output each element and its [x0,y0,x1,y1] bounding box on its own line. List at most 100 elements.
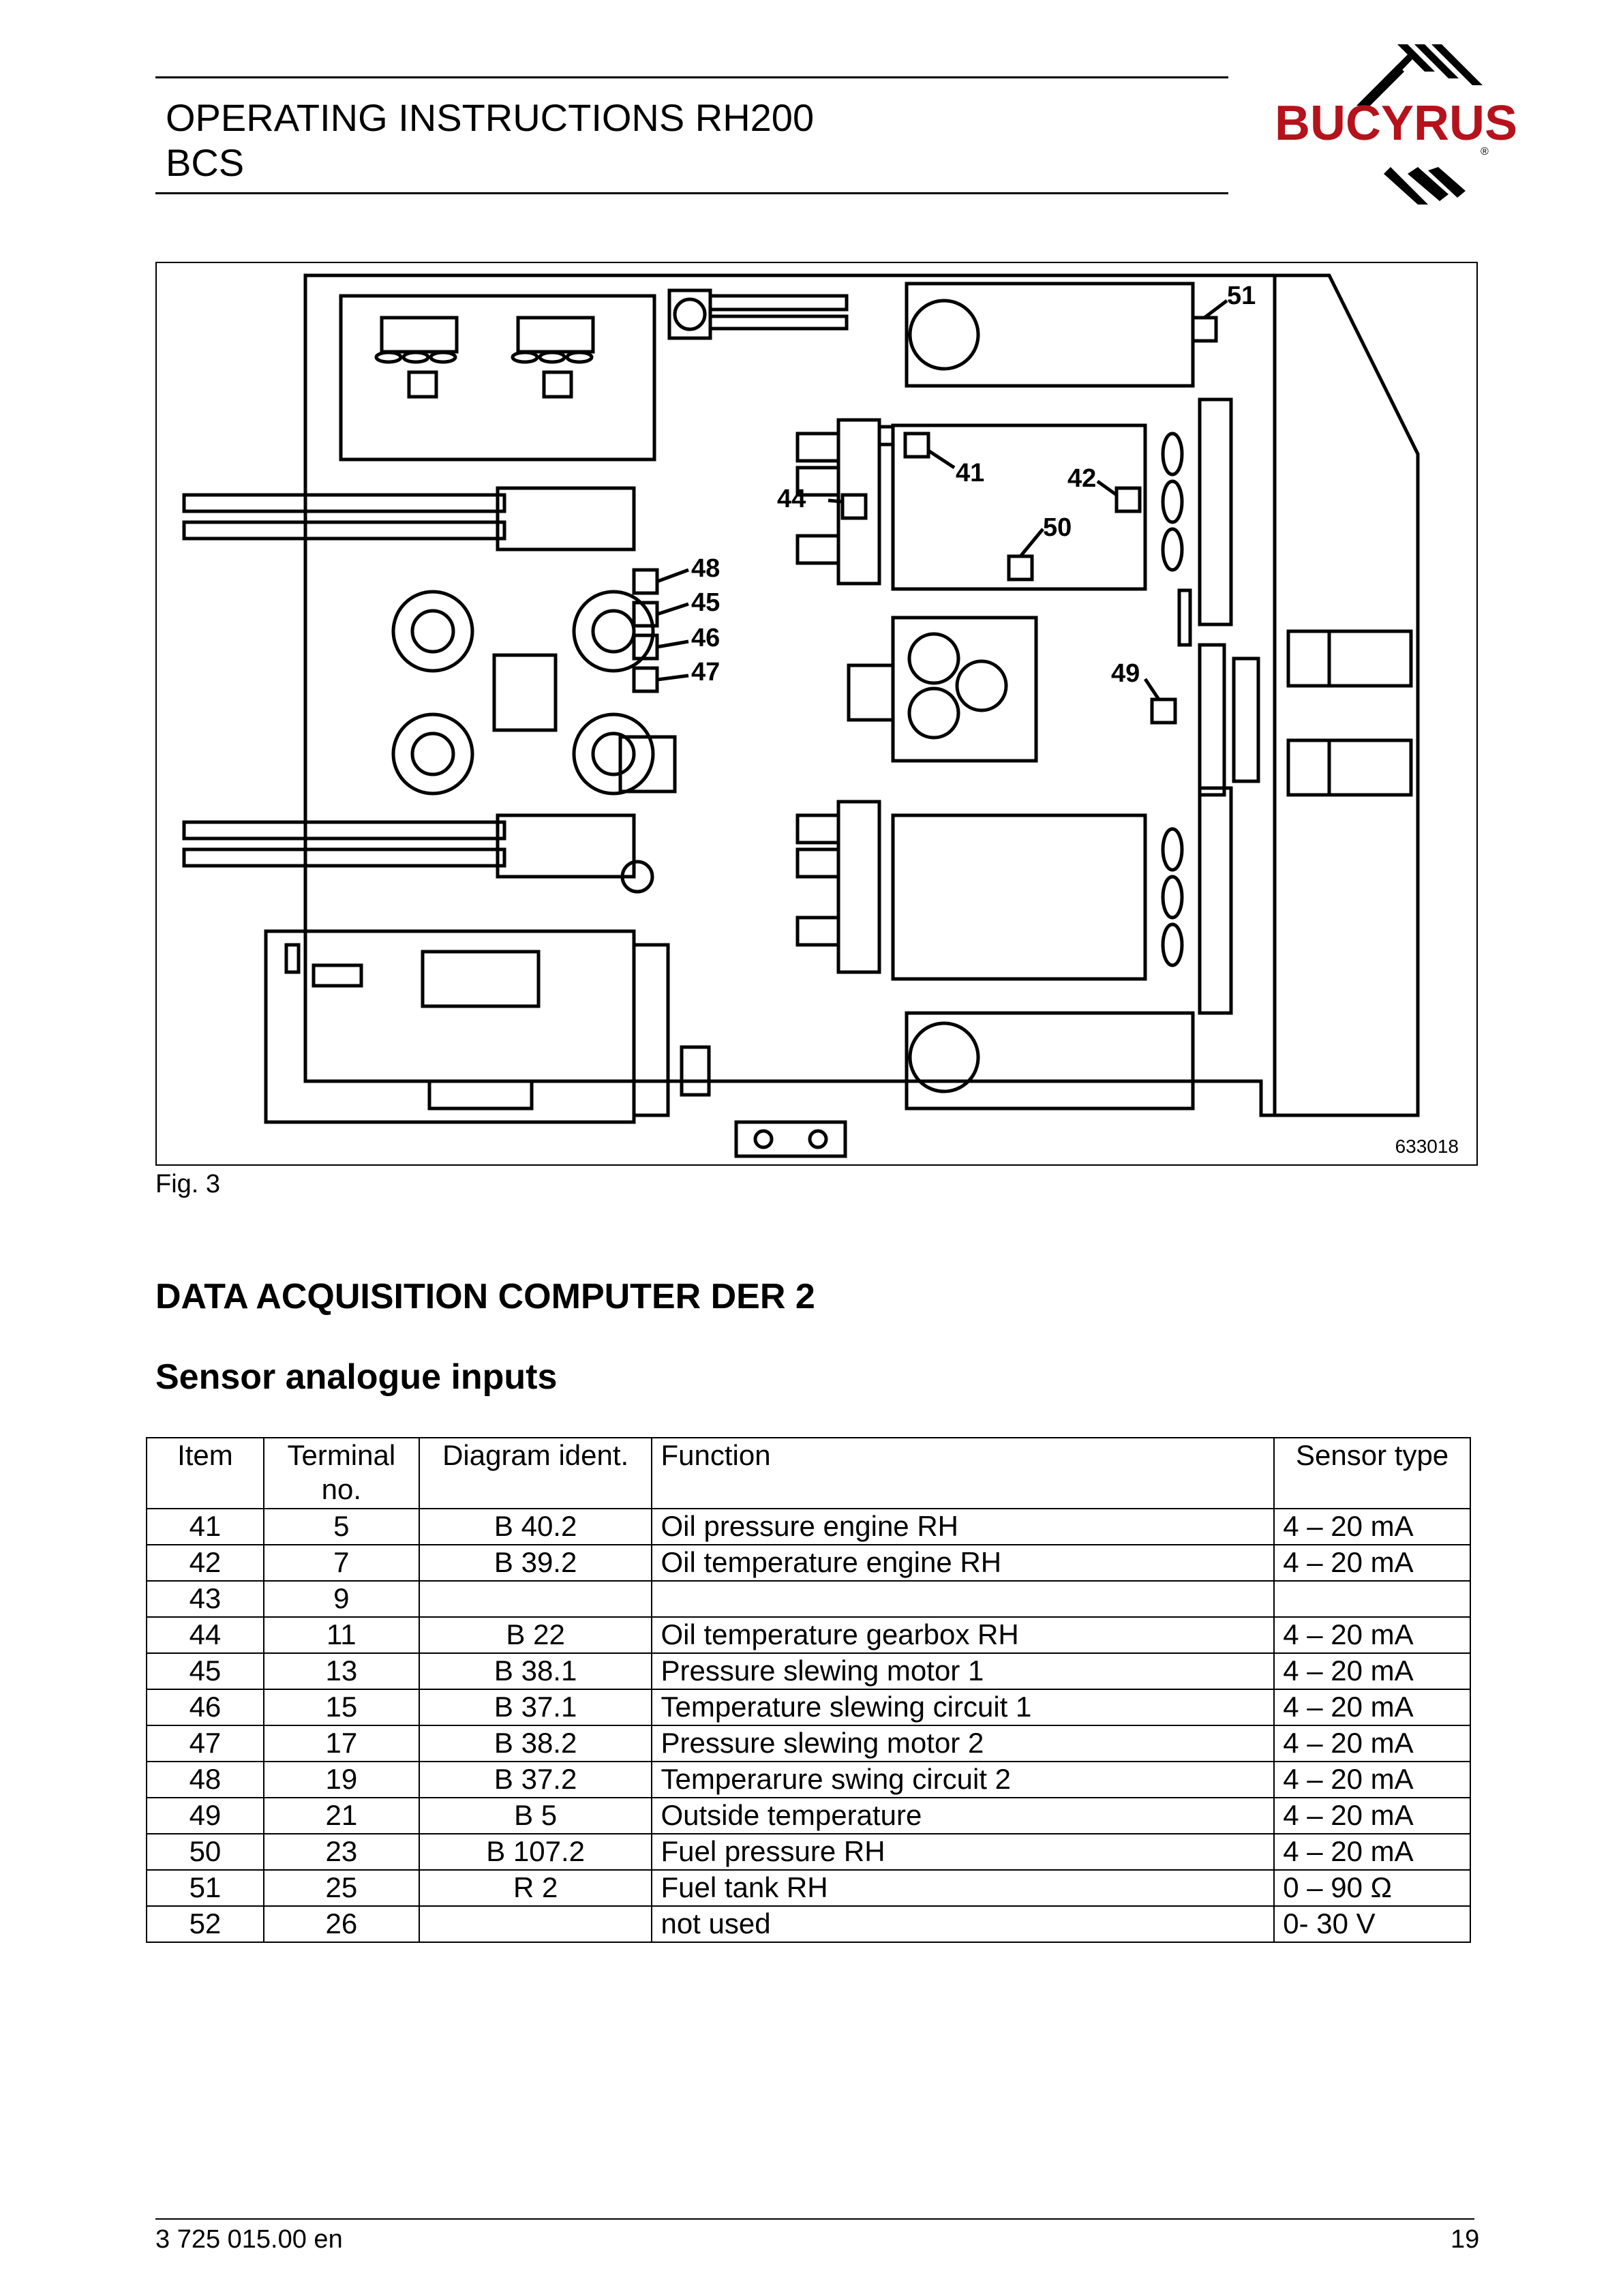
subsection-title: Sensor analogue inputs [155,1357,558,1397]
cell-diagram [418,1580,653,1618]
cell-sensor-type [1273,1580,1471,1618]
cell-sensor-type: 0- 30 V [1273,1905,1471,1943]
cell-diagram: B 40.2 [418,1508,653,1545]
cell-item: 49 [146,1797,264,1834]
cell-diagram: B 38.1 [418,1652,653,1690]
cell-terminal: 7 [262,1544,420,1582]
cell-function: Oil temperature engine RH [651,1544,1275,1582]
table-row: 41 5 B 40.2 Oil pressure engine RH 4 – 2… [146,1508,1471,1545]
label-47: 47 [691,658,720,686]
header-title: OPERATING INSTRUCTIONS RH200 BCS [166,95,814,185]
col-header-function: Function [651,1437,1275,1509]
table-row: 49 21 B 5 Outside temperature 4 – 20 mA [146,1797,1471,1834]
table-row: 46 15 B 37.1 Temperature slewing circuit… [146,1689,1471,1726]
svg-text:®: ® [1481,146,1489,157]
logo-text: BUCYRUS [1275,96,1517,151]
table-row: 47 17 B 38.2 Pressure slewing motor 2 4 … [146,1725,1471,1762]
cell-function: Fuel pressure RH [651,1833,1275,1871]
table-row: 52 26 not used 0- 30 V [146,1905,1471,1943]
cell-item: 42 [146,1544,264,1582]
cell-sensor-type: 4 – 20 mA [1273,1725,1471,1762]
cell-function: Pressure slewing motor 2 [651,1725,1275,1762]
cell-item: 52 [146,1905,264,1943]
cell-item: 47 [146,1725,264,1762]
label-49: 49 [1111,659,1140,688]
cell-diagram [418,1905,653,1943]
label-46: 46 [691,624,720,652]
header-rule-bottom [155,192,1228,194]
logo-stripes-icon [1356,44,1483,205]
cell-diagram: B 37.2 [418,1761,653,1798]
col-header-terminal: Terminal no. [262,1437,420,1509]
col-header-diagram: Diagram ident. [418,1437,653,1509]
cell-diagram: B 107.2 [418,1833,653,1871]
cell-diagram: B 37.1 [418,1689,653,1726]
cell-terminal: 5 [262,1508,420,1545]
circuit-board-diagram: 51 41 42 44 50 48 45 46 47 49 [182,273,1420,1158]
cell-terminal: 11 [262,1616,420,1654]
cell-diagram: B 39.2 [418,1544,653,1582]
cell-function: Temperature slewing circuit 1 [651,1689,1275,1726]
col-header-item: Item [146,1437,264,1509]
cell-function: Fuel tank RH [651,1869,1275,1907]
cell-item: 48 [146,1761,264,1798]
cell-terminal: 26 [262,1905,420,1943]
cell-sensor-type: 4 – 20 mA [1273,1761,1471,1798]
figure-caption: Fig. 3 [155,1170,221,1198]
sensor-inputs-table: Item Terminal no. Diagram ident. Functio… [146,1437,1471,1943]
label-42: 42 [1067,464,1096,493]
section-title: DATA ACQUISITION COMPUTER DER 2 [155,1277,815,1316]
cell-function: Pressure slewing motor 1 [651,1652,1275,1690]
circuit-board-figure: 51 41 42 44 50 48 45 46 47 49 633018 [155,262,1478,1166]
cell-function [651,1580,1275,1618]
header-title-line2: BCS [166,141,245,184]
cell-terminal: 23 [262,1833,420,1871]
cell-item: 41 [146,1508,264,1545]
figure-id: 633018 [1395,1136,1459,1157]
cell-diagram: B 22 [418,1616,653,1654]
cell-sensor-type: 4 – 20 mA [1273,1544,1471,1582]
cell-sensor-type: 4 – 20 mA [1273,1616,1471,1654]
table-row: 50 23 B 107.2 Fuel pressure RH 4 – 20 mA [146,1833,1471,1871]
cell-function: Outside temperature [651,1797,1275,1834]
cell-item: 51 [146,1869,264,1907]
cell-sensor-type: 0 – 90 Ω [1273,1869,1471,1907]
table-row: 48 19 B 37.2 Temperarure swing circuit 2… [146,1761,1471,1798]
label-44: 44 [777,485,806,513]
cell-terminal: 13 [262,1652,420,1690]
cell-diagram: R 2 [418,1869,653,1907]
cell-sensor-type: 4 – 20 mA [1273,1689,1471,1726]
cell-item: 45 [146,1652,264,1690]
table-row: 45 13 B 38.1 Pressure slewing motor 1 4 … [146,1652,1471,1690]
label-41: 41 [956,459,984,487]
cell-item: 43 [146,1580,264,1618]
cell-function: Oil temperature gearbox RH [651,1616,1275,1654]
col-header-sensor-type: Sensor type [1273,1437,1471,1509]
cell-terminal: 9 [262,1580,420,1618]
cell-terminal: 21 [262,1797,420,1834]
table-row: 42 7 B 39.2 Oil temperature engine RH 4 … [146,1544,1471,1582]
cell-terminal: 15 [262,1689,420,1726]
cell-item: 46 [146,1689,264,1726]
cell-terminal: 25 [262,1869,420,1907]
cell-diagram: B 5 [418,1797,653,1834]
footer-doc-number: 3 725 015.00 en [155,2225,343,2254]
cell-sensor-type: 4 – 20 mA [1273,1508,1471,1545]
label-50: 50 [1043,513,1072,542]
cell-sensor-type: 4 – 20 mA [1273,1797,1471,1834]
cell-function: Oil pressure engine RH [651,1508,1275,1545]
footer-page-number: 19 [1451,2225,1480,2254]
footer-rule [155,2218,1474,2220]
cell-terminal: 19 [262,1761,420,1798]
header-rule-top [155,76,1228,78]
cell-function: Temperarure swing circuit 2 [651,1761,1275,1798]
cell-function: not used [651,1905,1275,1943]
cell-item: 50 [146,1833,264,1871]
cell-terminal: 17 [262,1725,420,1762]
cell-sensor-type: 4 – 20 mA [1273,1652,1471,1690]
header-title-line1: OPERATING INSTRUCTIONS RH200 [166,96,815,139]
label-45: 45 [691,588,720,617]
cell-sensor-type: 4 – 20 mA [1273,1833,1471,1871]
label-48: 48 [691,554,720,583]
table-row: 51 25 R 2 Fuel tank RH 0 – 90 Ω [146,1869,1471,1907]
